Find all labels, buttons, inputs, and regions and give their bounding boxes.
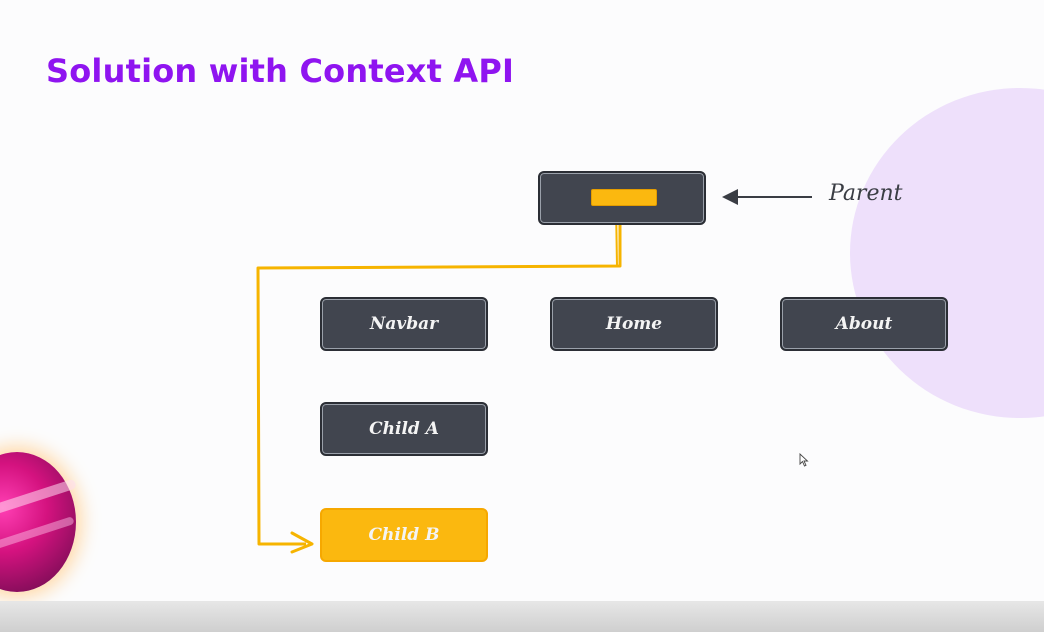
home-label: Home [605, 314, 663, 334]
child-a-label: Child A [369, 419, 439, 439]
mouse-pointer-icon [799, 453, 809, 467]
child-b-label: Child B [368, 525, 440, 545]
arrow-right-icon [290, 531, 314, 554]
navbar-node: Navbar [320, 297, 488, 351]
context-wire [256, 206, 622, 546]
child-a-node: Child A [320, 402, 488, 456]
arrow-left-icon [722, 189, 738, 205]
parent-annotation: Parent [829, 181, 903, 206]
about-label: About [835, 314, 893, 334]
child-b-node: Child B [320, 508, 488, 562]
slide-title: Solution with Context API [46, 52, 515, 90]
bottom-bar [0, 601, 1044, 632]
about-node: About [780, 297, 948, 351]
context-state-bar [591, 189, 657, 206]
home-node: Home [550, 297, 718, 351]
parent-node [538, 171, 706, 225]
navbar-label: Navbar [369, 314, 439, 334]
